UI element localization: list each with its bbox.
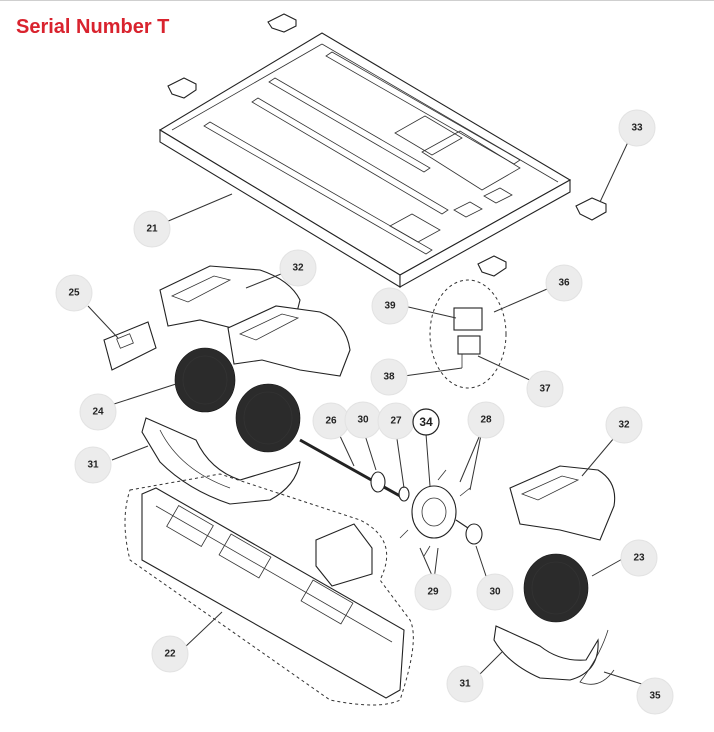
detail-dashed-outline [429, 279, 507, 389]
svg-text:22: 22 [164, 649, 176, 660]
collar-part [398, 486, 410, 502]
bracket-part-33 [575, 197, 607, 221]
wire-harness-part [579, 629, 615, 685]
svg-text:27: 27 [390, 416, 402, 427]
callout-35: 35 [636, 677, 674, 715]
motor-shaft-part [299, 438, 401, 498]
callout-36: 36 [545, 264, 583, 302]
svg-text:29: 29 [427, 587, 439, 598]
lower-housing-part [141, 417, 301, 505]
svg-text:36: 36 [558, 278, 570, 289]
page-title: Serial Number T [16, 16, 170, 38]
callout-23: 23 [620, 539, 658, 577]
svg-text:23: 23 [633, 553, 645, 564]
svg-text:32: 32 [618, 420, 630, 431]
svg-text:39: 39 [384, 301, 396, 312]
washer-part [465, 523, 483, 545]
svg-text:32: 32 [292, 263, 304, 274]
svg-text:30: 30 [489, 587, 501, 598]
svg-text:28: 28 [480, 415, 492, 426]
callout-26: 26 [312, 402, 350, 440]
callout-30-top: 30 [344, 401, 382, 439]
detail-dashed-outline [124, 473, 414, 706]
bracket-part [167, 13, 507, 277]
svg-text:33: 33 [631, 123, 643, 134]
callout-31-right: 31 [446, 665, 484, 703]
blower-wheel-part [174, 347, 301, 453]
switch-assembly-part [453, 307, 483, 368]
callout-32-right: 32 [605, 406, 643, 444]
washer-part [370, 471, 386, 493]
top-divider [0, 0, 714, 1]
callout-31-left: 31 [74, 446, 112, 484]
callout-28: 28 [467, 401, 505, 439]
callout-37: 37 [526, 370, 564, 408]
callout-24: 24 [79, 393, 117, 431]
svg-text:26: 26 [325, 416, 337, 427]
svg-text:38: 38 [383, 372, 395, 383]
callout-38: 38 [370, 358, 408, 396]
callout-29: 29 [414, 573, 452, 611]
mounting-plate-part [103, 321, 157, 371]
callout-34: 34 [412, 408, 440, 436]
callout-22: 22 [151, 635, 189, 673]
top-panel-part [158, 32, 572, 288]
svg-text:34: 34 [419, 415, 433, 429]
leader-lines [87, 141, 649, 687]
callout-27: 27 [377, 402, 415, 440]
svg-text:30: 30 [357, 415, 369, 426]
callout-21: 21 [133, 210, 171, 248]
blower-wheel-part [523, 553, 589, 623]
svg-text:21: 21 [146, 224, 158, 235]
svg-text:31: 31 [459, 679, 471, 690]
callout-39: 39 [371, 287, 409, 325]
svg-text:24: 24 [92, 407, 104, 418]
svg-text:37: 37 [539, 384, 551, 395]
motor-clip-part [399, 469, 471, 557]
lower-housing-part [493, 625, 599, 681]
callout-32-left: 32 [279, 249, 317, 287]
callout-25: 25 [55, 274, 93, 312]
callout-33: 33 [618, 109, 656, 147]
control-panel-part [141, 487, 405, 699]
blower-housing-part [509, 465, 616, 541]
callout-30-bottom: 30 [476, 573, 514, 611]
blower-housing-part [159, 265, 351, 377]
svg-text:31: 31 [87, 460, 99, 471]
blower-motor-part [411, 485, 475, 539]
svg-text:25: 25 [68, 288, 80, 299]
svg-text:35: 35 [649, 691, 661, 702]
